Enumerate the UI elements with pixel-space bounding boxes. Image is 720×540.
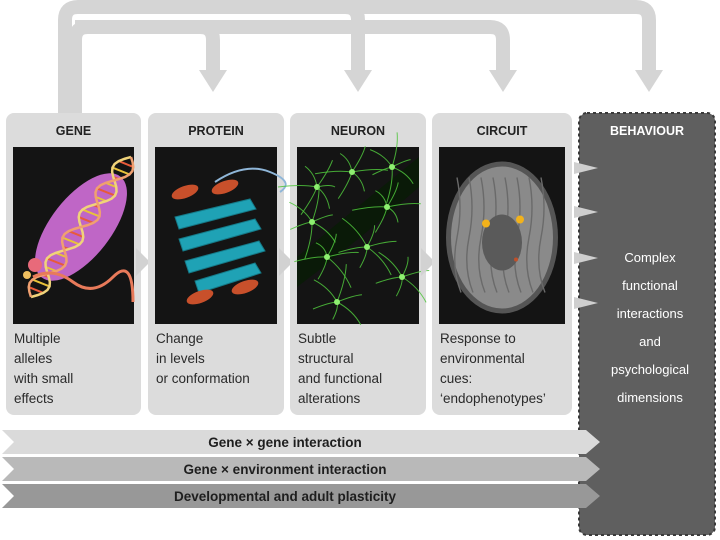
behaviour-description-line: and [639,334,661,349]
stage-description-line: environmental [440,351,525,366]
behaviour-description-line: interactions [617,306,684,321]
stage-description-line: cues: [440,371,472,386]
feedback-arrowhead-2 [489,70,517,92]
behaviour-input-arrow-3 [574,297,598,309]
feedback-arrows [58,0,663,118]
behaviour-panel [578,112,716,536]
behaviour-input-arrow-2 [574,252,598,264]
stage-title-protein: PROTEIN [188,124,244,138]
stage-title-gene: GENE [56,124,91,138]
stage-image-protein [155,147,287,324]
feedback-arrow-0 [68,20,220,118]
stage-circuit: CIRCUIT Response to environmental cues: ‘end… [432,113,572,415]
stage-description-line: Response to [440,331,516,346]
interaction-band-1 [2,457,600,481]
stage-protein: PROTEIN Change in levels or conformation [148,113,287,415]
interaction-band-label: Developmental and adult plasticity [174,489,397,504]
behaviour-description-line: functional [622,278,678,293]
stage-description-line: effects [14,391,54,406]
stage-description-line: or conformation [156,371,250,386]
stage-description-line: alterations [298,391,361,406]
behaviour-description-line: Complex [624,250,676,265]
behaviour-description-line: psychological [611,362,689,377]
behaviour-box: BEHAVIOUR Complex functional interactions an… [574,112,716,536]
behaviour-title: BEHAVIOUR [610,124,684,138]
stage-gene: GENE Multiple alleles with small effects [6,113,141,415]
stage-connector-arrow [421,248,435,276]
stage-description-line: and functional [298,371,382,386]
feedback-arrowhead-1 [344,70,372,92]
stage-description-line: ‘endophenotypes’ [440,391,546,406]
stage-description-line: Change [156,331,203,346]
stage-image-gene [13,147,135,324]
stage-description-line: structural [298,351,354,366]
behaviour-description-line: dimensions [617,390,683,405]
stage-connector-arrow [279,248,293,276]
behaviour-input-arrow-1 [574,206,598,218]
interaction-band-2 [2,484,600,508]
feedback-arrow-3 [345,0,656,70]
behaviour-input-arrow-0 [574,162,598,174]
stage-description-line: Multiple [14,331,61,346]
stage-connector-arrow [136,248,150,276]
interaction-band-label: Gene × environment interaction [184,462,387,477]
feedback-arrowhead-0 [199,70,227,92]
interaction-band-label: Gene × gene interaction [208,435,361,450]
feedback-arrow-1 [58,0,365,118]
stage-description-line: with small [13,371,73,386]
feedback-arrowhead-3 [635,70,663,92]
interaction-band-0 [2,430,600,454]
stage-description-line: alleles [14,351,53,366]
stage-description-line: in levels [156,351,205,366]
stage-title-neuron: NEURON [331,124,385,138]
stage-description-line: Subtle [298,331,336,346]
stage-title-circuit: CIRCUIT [477,124,528,138]
stage-image-circuit [439,147,565,324]
stage-neuron: NEURON Subtle structural and functional alte… [277,113,430,415]
stage-image-neuron [277,132,430,326]
feedback-arrow-2 [75,20,510,70]
stage-panels: GENE Multiple alleles with small effects PROT… [6,113,572,415]
